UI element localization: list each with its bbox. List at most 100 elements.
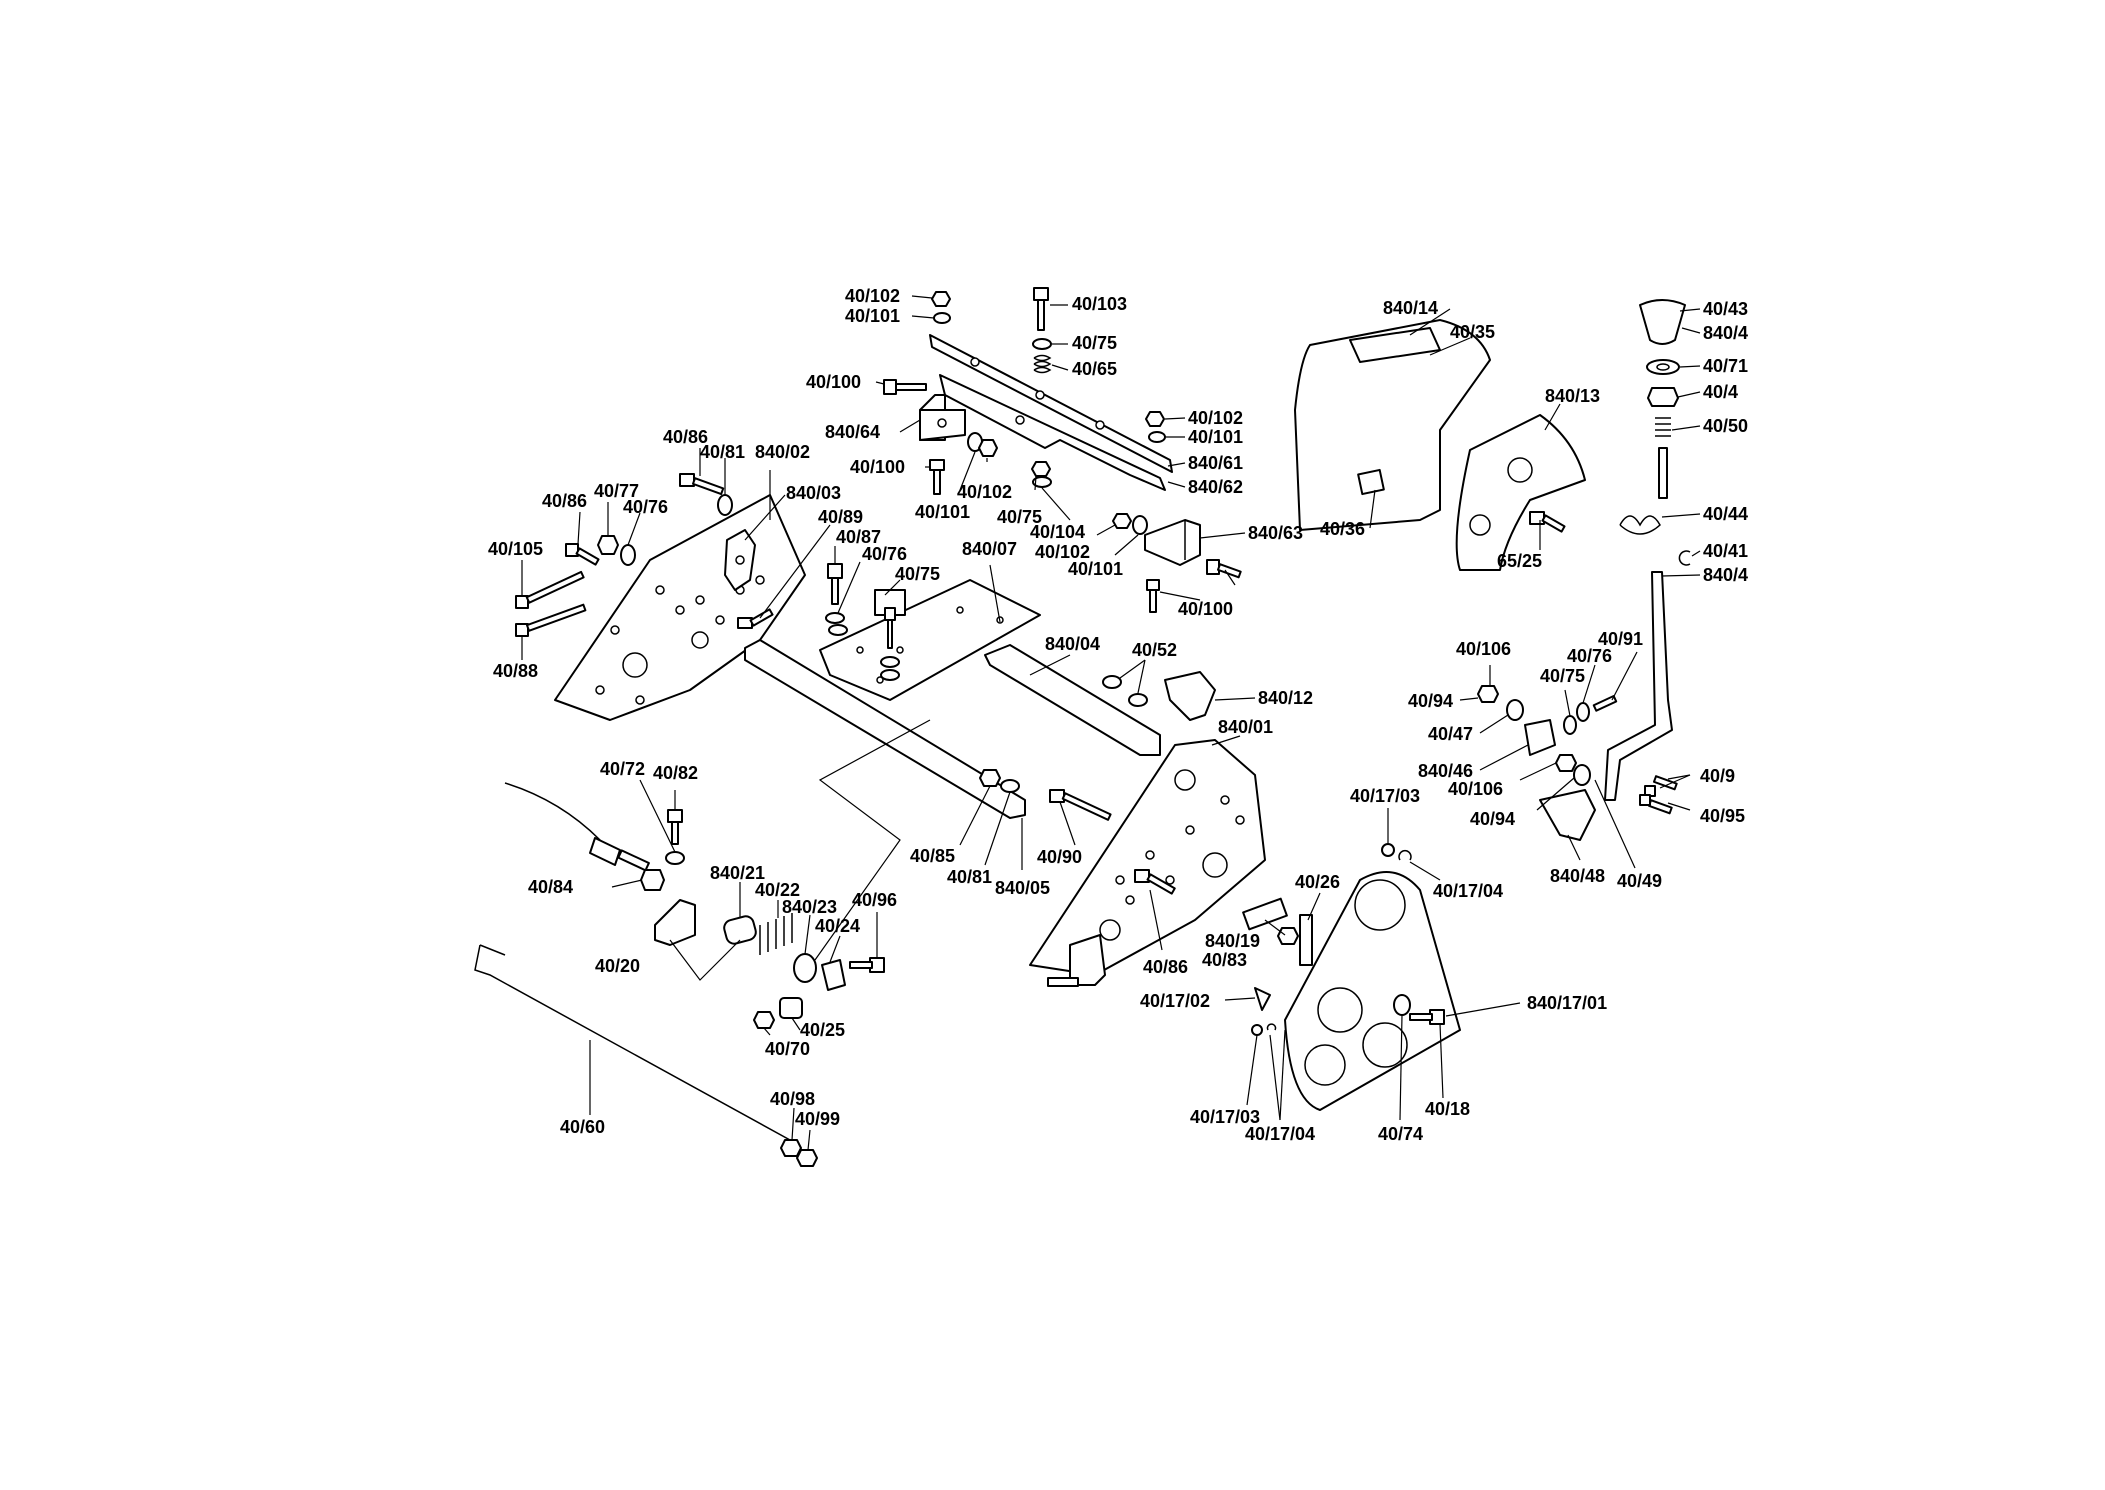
label-40-83: 40/83 [1202, 950, 1247, 970]
label-40-17-04-b: 40/17/04 [1245, 1124, 1315, 1144]
lever-840-4 [1604, 571, 1673, 801]
bracket-840-63 [1144, 519, 1201, 566]
label-40-86-c: 40/86 [1143, 957, 1188, 977]
label-40-74: 40/74 [1378, 1124, 1423, 1144]
label-40-102-a: 40/102 [845, 286, 900, 306]
bolt-40-88 [515, 603, 587, 637]
bracket-40-75-c [874, 589, 906, 681]
bolt-40-91 [1592, 694, 1618, 712]
label-40-82: 40/82 [653, 763, 698, 783]
label-40-44: 40/44 [1703, 504, 1748, 524]
label-40-106-a: 40/106 [1456, 639, 1511, 659]
washer-40-47 [1506, 699, 1524, 721]
side-plate-840-01 [1029, 739, 1266, 976]
bolt-40-90 [1049, 789, 1112, 821]
nut-40-77 [597, 535, 619, 555]
label-840-4-b: 840/4 [1703, 565, 1748, 585]
bolt-40-86-c [1134, 869, 1176, 895]
label-40-75-c: 40/75 [895, 564, 940, 584]
label-40-101-b: 40/101 [1188, 427, 1243, 447]
label-40-105: 40/105 [488, 539, 543, 559]
nut-40-102-c [978, 439, 998, 457]
washer-40-101-d [1132, 515, 1148, 535]
label-40-36: 40/36 [1320, 519, 1365, 539]
bolt-40-86-a [679, 473, 725, 496]
label-840-23: 840/23 [782, 897, 837, 917]
bolt-40-89 [737, 608, 774, 629]
bracket-840-64 [919, 409, 966, 441]
bushings-40-52 [1102, 675, 1148, 707]
label-840-17-01: 840/17/01 [1527, 993, 1607, 1013]
leader-lines [521, 295, 1701, 1151]
bolt-40-100-a [883, 379, 927, 395]
label-40-75-d: 40/75 [1540, 666, 1585, 686]
label-840-05: 840/05 [995, 878, 1050, 898]
label-40-76-a: 40/76 [623, 497, 668, 517]
bolt-40-100-b [929, 459, 945, 495]
nut-40-102-d [1112, 513, 1132, 529]
bracket-840-48 [1539, 789, 1596, 841]
label-40-76-c: 40/76 [1567, 646, 1612, 666]
label-840-64: 840/64 [825, 422, 880, 442]
top-bar-840-61 [929, 334, 1173, 473]
label-40-106-b: 40/106 [1448, 779, 1503, 799]
label-40-96: 40/96 [852, 890, 897, 910]
label-40-86-b: 40/86 [542, 491, 587, 511]
label-40-94-b: 40/94 [1470, 809, 1515, 829]
label-65-25: 65/25 [1497, 551, 1542, 571]
label-40-60: 40/60 [560, 1117, 605, 1137]
label-40-102-d: 40/102 [1035, 542, 1090, 562]
washer-40-101-b [1148, 431, 1166, 443]
bushing-840-19 [1242, 897, 1288, 931]
label-40-100-c: 40/100 [1178, 599, 1233, 619]
washer-40-104 [1032, 476, 1052, 488]
shaft-bracket [1047, 934, 1106, 987]
bolt-40-96 [849, 957, 885, 973]
label-840-63: 840/63 [1248, 523, 1303, 543]
bushing-840-21 [723, 915, 757, 945]
bar-840-05 [744, 639, 1026, 819]
label-40-91: 40/91 [1598, 629, 1643, 649]
label-40-84: 40/84 [528, 877, 573, 897]
washer-40-75-d [1563, 715, 1577, 735]
assembly-leader-lines [669, 719, 931, 981]
label-40-94-a: 40/94 [1408, 691, 1453, 711]
bracket-840-46 [1524, 719, 1556, 756]
bolt-40-100-c [1206, 559, 1242, 579]
bracket-40-20 [654, 899, 696, 946]
label-40-18: 40/18 [1425, 1099, 1470, 1119]
washer-40-81-b [1000, 779, 1020, 793]
label-840-12: 840/12 [1258, 688, 1313, 708]
label-40-100-b: 40/100 [850, 457, 905, 477]
label-840-07: 840/07 [962, 539, 1017, 559]
label-40-52: 40/52 [1132, 640, 1177, 660]
label-40-43: 40/43 [1703, 299, 1748, 319]
label-40-90: 40/90 [1037, 847, 1082, 867]
label-40-17-02: 40/17/02 [1140, 991, 1210, 1011]
nut-40-98 [780, 1139, 802, 1157]
label-840-13: 840/13 [1545, 386, 1600, 406]
nut-40-84 [640, 869, 665, 891]
label-40-17-04-a: 40/17/04 [1433, 881, 1503, 901]
bracket-840-12 [1164, 671, 1216, 721]
label-840-4-a: 840/4 [1703, 323, 1748, 343]
label-840-48: 840/48 [1550, 866, 1605, 886]
label-40-101-d: 40/101 [1068, 559, 1123, 579]
washer-40-94-b [1573, 764, 1591, 786]
label-40-100-a: 40/100 [806, 372, 861, 392]
label-40-104: 40/104 [1030, 522, 1085, 542]
knob-40-43 [1639, 299, 1686, 345]
label-40-101-a: 40/101 [845, 306, 900, 326]
label-40-41: 40/41 [1703, 541, 1748, 561]
clip-40-17-02 [1254, 987, 1271, 1011]
bolts-40-95 [1639, 794, 1673, 815]
nut-40-102-top [931, 291, 951, 307]
label-840-01: 840/01 [1218, 717, 1273, 737]
part-labels: 40/102 40/101 40/103 40/75 40/65 40/100 … [488, 286, 1748, 1144]
spring-40-22 [759, 913, 793, 955]
nut-40-75-b [1031, 461, 1051, 477]
side-plate-840-13 [1455, 414, 1586, 571]
label-40-25: 40/25 [800, 1020, 845, 1040]
label-40-22: 40/22 [755, 880, 800, 900]
